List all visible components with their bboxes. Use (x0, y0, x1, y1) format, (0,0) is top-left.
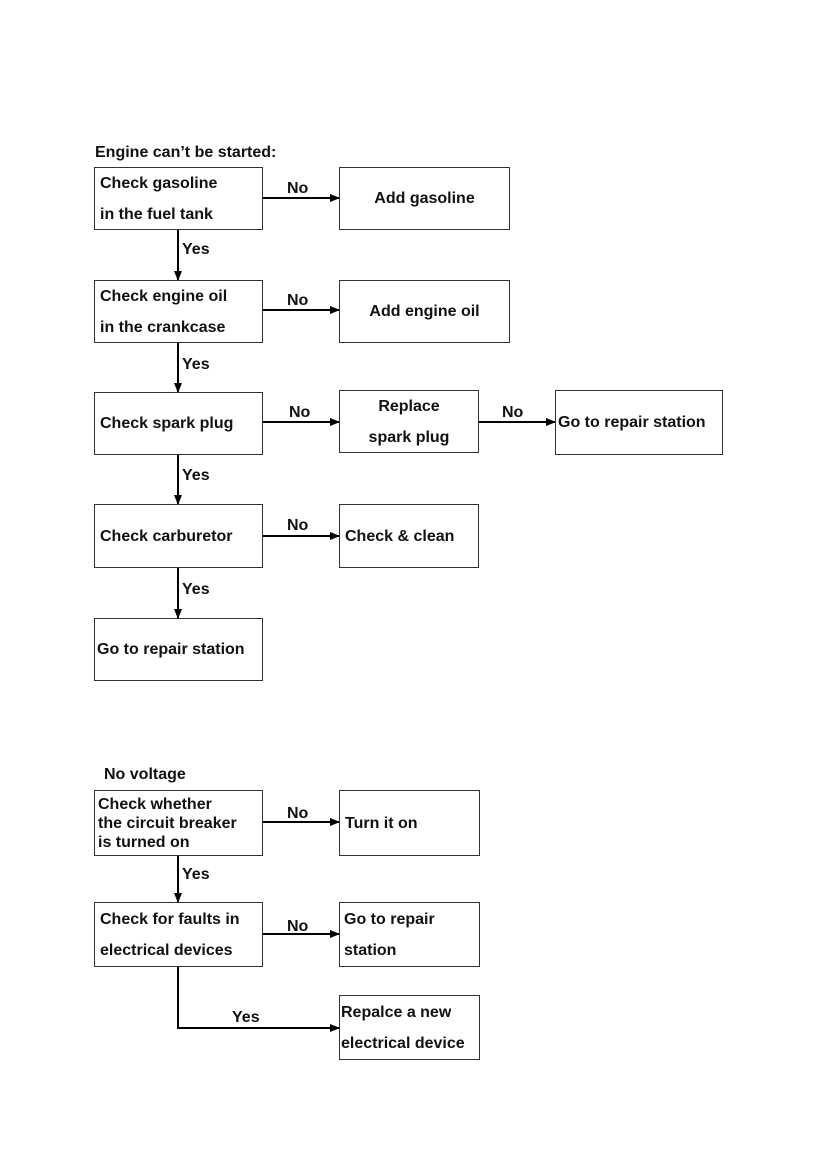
yes-label-oil: Yes (182, 356, 210, 373)
check-gasoline-line-2: in the fuel tank (100, 205, 213, 223)
check-gasoline-line-1: Check gasoline (100, 174, 218, 192)
check-spark-plug-text: Check spark plug (100, 415, 234, 432)
yes-label-breaker: Yes (182, 866, 210, 883)
yes-label-gasoline: Yes (182, 241, 210, 258)
check-faults-line-2: electrical devices (100, 941, 233, 959)
final-repair-station-box: Go to repair station (94, 618, 263, 681)
spark-repair-station-text: Go to repair station (558, 414, 706, 431)
final-repair-station-text: Go to repair station (97, 641, 245, 658)
check-engine-oil-line-2: in the crankcase (100, 318, 226, 336)
check-breaker-line-2: the circuit breaker (98, 814, 237, 832)
replace-spark-plug-line-2: spark plug (368, 428, 450, 446)
no-label-breaker: No (287, 805, 309, 822)
check-breaker-line-1: Check whether (98, 795, 212, 813)
check-gasoline-box: Check gasoline in the fuel tank (94, 167, 263, 230)
no-label-carburetor: No (287, 517, 309, 534)
replace-device-line-2: electrical device (341, 1034, 465, 1052)
no-label-faults: No (287, 918, 309, 935)
replace-device-box: Repalce a new electrical device (339, 995, 480, 1060)
no-label-gasoline: No (287, 180, 309, 197)
engine-heading: Engine can’t be started: (95, 144, 277, 161)
spark-repair-station-box: Go to repair station (555, 390, 723, 455)
add-gasoline-text: Add gasoline (374, 190, 475, 207)
turn-on-box: Turn it on (339, 790, 480, 856)
check-carburetor-box: Check carburetor (94, 504, 263, 568)
go-repair-line-1: Go to repair (344, 910, 435, 928)
voltage-heading: No voltage (104, 766, 186, 783)
replace-spark-plug-line-1: Replace (378, 397, 440, 415)
go-repair-line-2: station (344, 941, 397, 959)
no-label-spark: No (289, 404, 311, 421)
yes-label-spark: Yes (182, 467, 210, 484)
add-gasoline-box: Add gasoline (339, 167, 510, 230)
check-faults-box: Check for faults in electrical devices (94, 902, 263, 967)
no-label-replace: No (502, 404, 524, 421)
check-clean-text: Check & clean (345, 527, 455, 545)
check-spark-plug-box: Check spark plug (94, 392, 263, 455)
check-carburetor-text: Check carburetor (100, 527, 233, 545)
go-repair-box: Go to repair station (339, 902, 480, 967)
yes-label-carburetor: Yes (182, 581, 210, 598)
yes-label-faults: Yes (232, 1009, 260, 1026)
add-engine-oil-box: Add engine oil (339, 280, 510, 343)
replace-spark-plug-box: Replace spark plug (339, 390, 479, 453)
check-breaker-box: Check whether the circuit breaker is tur… (94, 790, 263, 856)
add-engine-oil-text: Add engine oil (369, 303, 480, 320)
check-breaker-line-3: is turned on (98, 833, 190, 851)
check-engine-oil-box: Check engine oil in the crankcase (94, 280, 263, 343)
check-faults-line-1: Check for faults in (100, 910, 240, 928)
replace-device-line-1: Repalce a new (341, 1003, 452, 1021)
turn-on-text: Turn it on (345, 814, 418, 832)
arrow-faults-yes (177, 967, 340, 1032)
no-label-oil: No (287, 292, 309, 309)
check-engine-oil-line-1: Check engine oil (100, 287, 228, 305)
check-clean-box: Check & clean (339, 504, 479, 568)
